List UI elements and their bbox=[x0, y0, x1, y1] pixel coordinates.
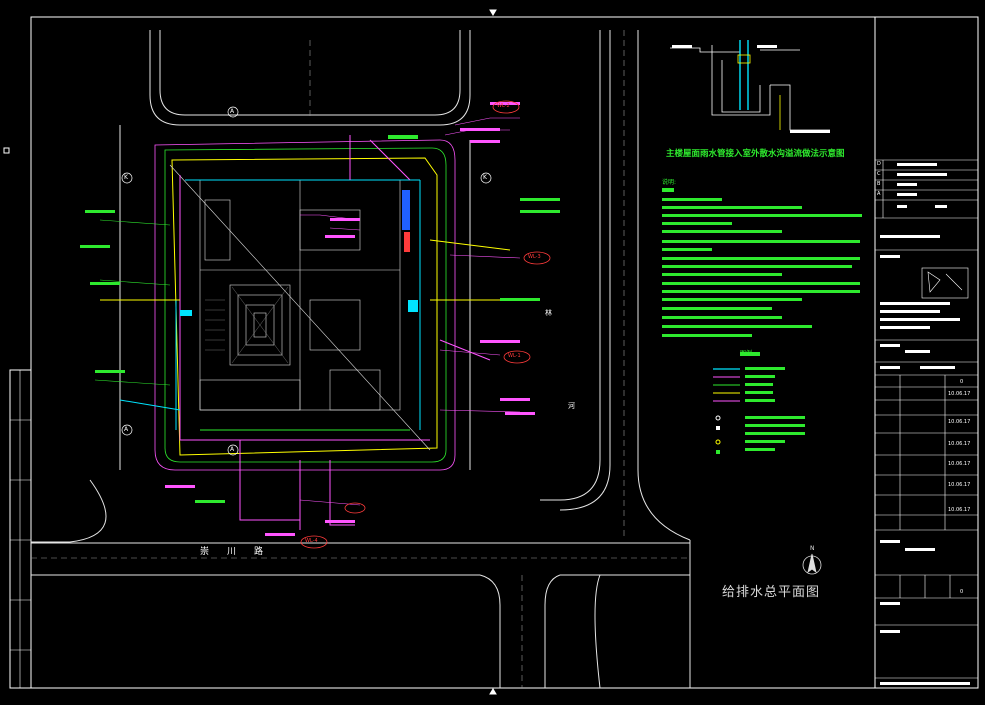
legend-heading: 图例 bbox=[740, 350, 753, 357]
grid-axis-markers bbox=[121, 106, 492, 456]
leader-text-bars bbox=[80, 102, 560, 536]
pipe-blocks bbox=[180, 135, 418, 316]
pipe-network bbox=[100, 135, 511, 530]
road-centerlines bbox=[31, 30, 690, 688]
grid-axis-label: A bbox=[124, 426, 129, 433]
north-arrow-label: N bbox=[810, 545, 815, 552]
revision-letter: C bbox=[877, 171, 881, 177]
building-plan bbox=[169, 164, 431, 451]
road-name-label: 崇川路 bbox=[200, 547, 282, 557]
revision-letter: B bbox=[877, 181, 881, 187]
detail-drawing-title: 主楼屋面雨水管接入室外散水沟溢流做法示意图 bbox=[666, 149, 845, 159]
detail-drawing bbox=[670, 40, 830, 133]
callout-label: WL-2 bbox=[497, 103, 510, 109]
version-number: 0 bbox=[960, 589, 964, 595]
date-cell: 10.06.17 bbox=[948, 441, 971, 447]
north-arrow-icon bbox=[802, 553, 822, 575]
grid-axis-label: K bbox=[124, 174, 128, 181]
revision-letter: A bbox=[877, 191, 881, 197]
leader-lines bbox=[94, 117, 521, 506]
revision-letter: D bbox=[877, 161, 881, 167]
left-strip bbox=[10, 370, 31, 688]
site-boundary bbox=[154, 139, 456, 471]
callout-ellipses bbox=[300, 100, 551, 549]
river-label: 河 bbox=[568, 402, 575, 410]
date-cell: 10.06.17 bbox=[948, 482, 971, 488]
drawing-main-title: 给排水总平面图 bbox=[722, 585, 821, 600]
date-cell: 10.06.17 bbox=[948, 419, 971, 425]
date-cell: 10.06.17 bbox=[948, 461, 971, 467]
callout-label: WL-3 bbox=[528, 254, 541, 260]
building-hatch bbox=[205, 286, 289, 364]
roads bbox=[31, 30, 691, 689]
grid-axis-label: K bbox=[483, 174, 487, 181]
sheet-number: 0 bbox=[960, 379, 964, 385]
callout-label: WL-4 bbox=[305, 538, 318, 544]
road-side-label: 林 bbox=[545, 309, 552, 317]
callout-label: WL-1 bbox=[508, 353, 521, 359]
date-cell: 10.06.17 bbox=[948, 391, 971, 397]
title-block-text-bars bbox=[880, 163, 970, 685]
legend bbox=[713, 352, 805, 454]
drawing-frame bbox=[3, 9, 979, 695]
grid-axis-label: A bbox=[230, 446, 235, 453]
notes-heading: 说明: bbox=[662, 179, 677, 186]
date-cell: 10.06.17 bbox=[948, 507, 971, 513]
grid-axis-label: A bbox=[230, 108, 235, 115]
notes-block bbox=[662, 188, 862, 337]
title-block bbox=[875, 159, 978, 679]
